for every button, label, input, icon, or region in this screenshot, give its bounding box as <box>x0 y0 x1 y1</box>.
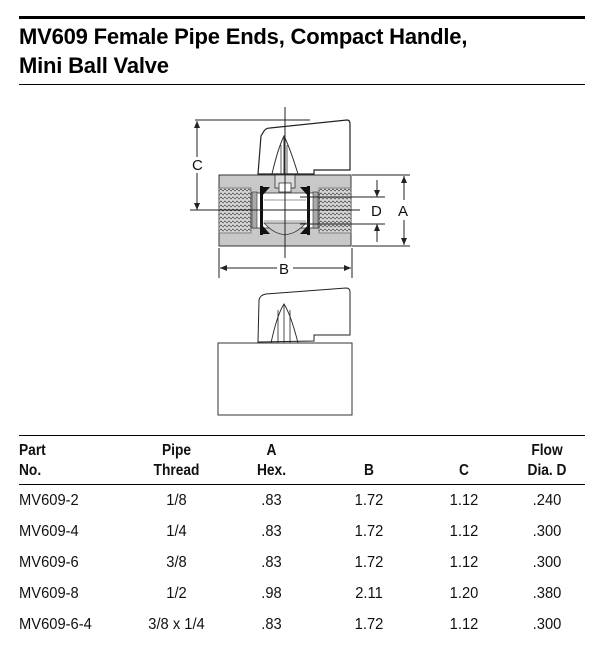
cell-part-no: MV609-8 <box>19 584 79 602</box>
cell-a-hex: .83 <box>261 522 282 540</box>
cell-flow-dia: .240 <box>532 491 562 509</box>
cell-c: 1.20 <box>449 584 479 602</box>
header-b: B <box>364 462 374 479</box>
title-line-1: MV609 Female Pipe Ends, Compact Handle, <box>19 24 468 49</box>
seat-left-top <box>261 187 270 197</box>
cell-a-hex: .98 <box>261 584 282 602</box>
header-c: C <box>459 462 469 479</box>
title-bottom-rule <box>19 84 585 85</box>
valve-drawing: C D A B <box>190 107 410 416</box>
cell-b: 1.72 <box>354 522 384 540</box>
cell-b: 2.11 <box>355 584 383 602</box>
dimension-b: B <box>218 248 353 278</box>
cell-pipe-thread: 1/8 <box>166 491 187 509</box>
table-row: MV609-6-4 3/8 x 1/4 .83 1.72 1.12 .300 <box>19 609 585 640</box>
cell-flow-dia: .300 <box>532 553 562 571</box>
cell-a-hex: .83 <box>261 491 282 509</box>
cell-b: 1.72 <box>354 491 384 509</box>
cell-c: 1.12 <box>449 491 479 509</box>
cell-c: 1.12 <box>449 553 479 571</box>
cell-pipe-thread: 1/2 <box>166 584 187 602</box>
cell-c: 1.12 <box>449 522 479 540</box>
cell-flow-dia: .380 <box>532 584 562 602</box>
dimension-c: C <box>190 119 310 210</box>
cell-flow-dia: .300 <box>532 522 562 540</box>
label-b: B <box>279 261 289 278</box>
section-view <box>190 107 360 258</box>
dimension-a: A <box>352 174 410 247</box>
page-title: MV609 Female Pipe Ends, Compact Handle, … <box>19 22 589 80</box>
table-top-rule <box>19 435 585 436</box>
title-top-rule <box>19 16 585 19</box>
cell-a-hex: .83 <box>261 553 282 571</box>
handle-exterior <box>257 287 351 343</box>
cell-part-no: MV609-4 <box>19 522 79 540</box>
cell-pipe-thread: 1/4 <box>166 522 187 540</box>
cell-part-no: MV609-6 <box>19 553 79 571</box>
cell-part-no: MV609-6-4 <box>19 615 92 633</box>
cell-b: 1.72 <box>354 553 384 571</box>
cell-b: 1.72 <box>354 615 384 633</box>
cell-a-hex: .83 <box>261 615 282 633</box>
dimension-d: D <box>300 180 385 242</box>
table-row: MV609-6 3/8 .83 1.72 1.12 .300 <box>19 547 585 578</box>
table-row: MV609-2 1/8 .83 1.72 1.12 .240 <box>19 485 585 517</box>
table-row: MV609-8 1/2 .98 2.11 1.20 .380 <box>19 578 585 609</box>
label-c: C <box>192 157 203 174</box>
label-d: D <box>371 203 382 220</box>
label-a: A <box>398 203 408 220</box>
cell-pipe-thread: 3/8 x 1/4 <box>148 615 205 633</box>
handle-outline <box>257 119 351 175</box>
valve-body-exterior <box>217 342 353 416</box>
title-line-2: Mini Ball Valve <box>19 53 169 78</box>
cell-pipe-thread: 3/8 <box>166 553 187 571</box>
cell-c: 1.12 <box>449 615 479 633</box>
table-row: MV609-4 1/4 .83 1.72 1.12 .300 <box>19 516 585 547</box>
cell-flow-dia: .300 <box>532 615 562 633</box>
cell-part-no: MV609-2 <box>19 491 79 509</box>
exterior-view <box>217 287 353 416</box>
